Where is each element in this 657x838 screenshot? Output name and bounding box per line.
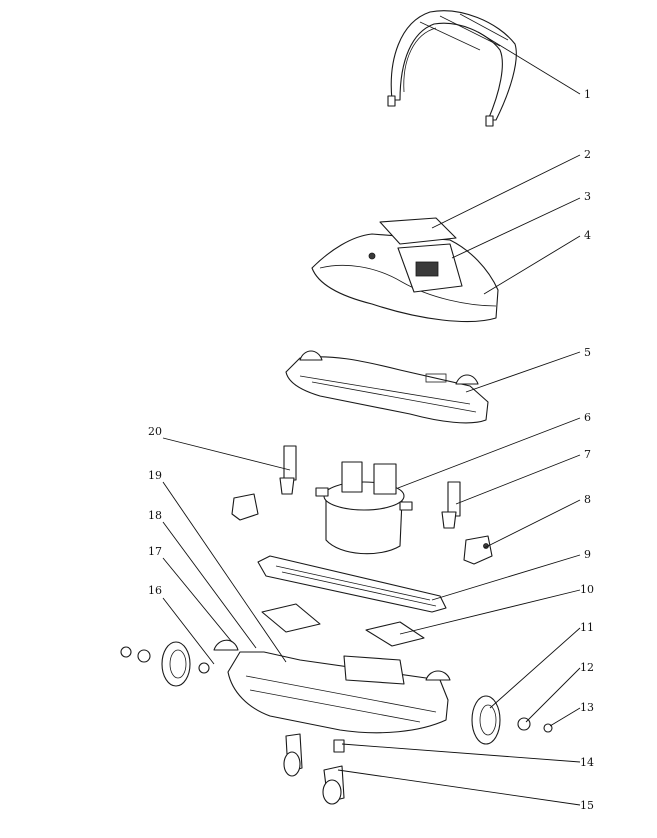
part-motor: [315, 461, 413, 555]
part-handle: [387, 10, 517, 127]
part-clip-left: [231, 493, 259, 521]
part-side-bracket-right: [441, 481, 461, 529]
callout-15: 15: [580, 799, 594, 812]
callout-5: 5: [584, 346, 591, 359]
part-frame: [285, 350, 489, 424]
callout-9: 9: [584, 548, 591, 561]
callout-12: 12: [580, 661, 594, 674]
part-clip-right: [463, 535, 493, 565]
part-filter-plate: [257, 555, 447, 613]
callout-17: 17: [148, 545, 162, 558]
part-side-bracket-left: [279, 445, 297, 495]
callout-7: 7: [584, 448, 591, 461]
callout-18: 18: [148, 509, 162, 522]
callout-11: 11: [580, 621, 594, 634]
callout-1: 1: [584, 88, 591, 101]
callout-4: 4: [584, 229, 591, 242]
part-caster-rear: [322, 739, 345, 805]
part-pads: [261, 603, 425, 647]
callout-13: 13: [580, 701, 594, 714]
callout-6: 6: [584, 411, 591, 424]
callout-labels: 1 2 3 4 5 6 7 8 9 10 11 12 13 14 15 16 1…: [148, 88, 594, 812]
callout-10: 10: [580, 583, 594, 596]
part-top-cover: [311, 217, 499, 323]
callout-8: 8: [584, 493, 591, 506]
callout-19: 19: [148, 469, 162, 482]
part-caster-front: [283, 733, 303, 777]
part-lid: [379, 217, 457, 245]
callout-20: 20: [148, 425, 162, 438]
part-wheel-right: [471, 695, 501, 745]
callout-14: 14: [580, 756, 594, 769]
part-wheel-left: [161, 641, 191, 687]
leader-lines: [162, 31, 581, 806]
callout-16: 16: [148, 584, 162, 597]
callout-3: 3: [584, 190, 591, 203]
part-hardware: [120, 646, 553, 733]
part-base-housing: [213, 639, 451, 734]
callout-2: 2: [584, 148, 591, 161]
